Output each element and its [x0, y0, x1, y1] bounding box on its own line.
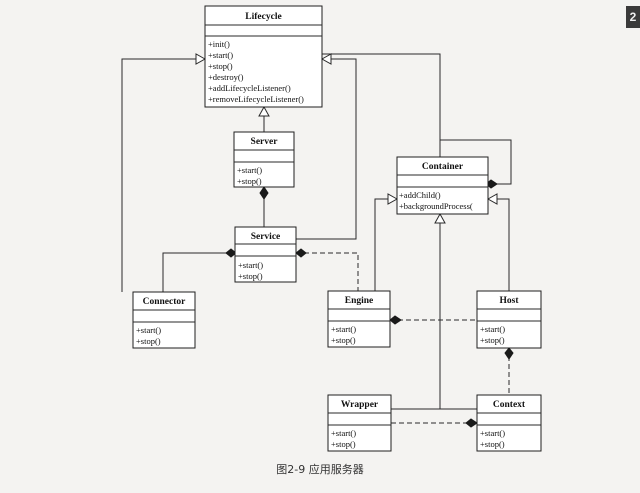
class-lifecycle-method: +removeLifecycleListener(): [208, 94, 304, 104]
engine-container-arrowhead: [387, 193, 399, 205]
server-lifecycle-arrowhead: [258, 105, 270, 117]
class-wrapper: Wrapper +start() +stop(): [327, 394, 392, 452]
class-wrapper-name: Wrapper: [341, 400, 379, 410]
service-lifecycle-arrowhead: [320, 53, 332, 65]
class-service-method: +start(): [238, 260, 263, 270]
class-context-name: Context: [493, 400, 526, 410]
class-connector-name: Connector: [143, 297, 187, 307]
container-lifecycle-generalization: [322, 53, 441, 157]
class-connector: Connector +start() +stop(): [132, 291, 196, 349]
class-lifecycle-method: +start(): [208, 50, 233, 60]
class-connector-method: +stop(): [136, 336, 161, 346]
class-host-method: +start(): [480, 324, 505, 334]
class-engine-method: +start(): [331, 324, 356, 334]
class-service: Service +start() +stop(): [234, 226, 297, 283]
class-server-method: +stop(): [237, 176, 262, 186]
wrapper-container-generalization: [391, 214, 441, 410]
class-lifecycle-name: Lifecycle: [245, 12, 281, 22]
server-service-diamond: [259, 186, 269, 200]
connector-lifecycle-generalization: [121, 58, 205, 292]
class-host: Host +start() +stop(): [476, 290, 542, 349]
engine-container-generalization: [374, 198, 397, 291]
class-container-name: Container: [422, 162, 464, 172]
class-server: Server +start() +stop(): [233, 131, 295, 188]
container-self-diamond: [485, 179, 498, 189]
class-service-name: Service: [251, 232, 281, 242]
class-service-method: +stop(): [238, 271, 263, 281]
service-lifecycle-generalization: [296, 58, 357, 240]
class-lifecycle: Lifecycle +init() +start() +stop() +dest…: [204, 5, 323, 108]
class-server-name: Server: [251, 137, 279, 147]
class-lifecycle-method: +init(): [208, 39, 230, 49]
wrapper-context-diamond: [465, 418, 478, 428]
connector-lifecycle-arrowhead: [195, 53, 207, 65]
container-self-composition: [439, 139, 512, 185]
class-wrapper-method: +stop(): [331, 439, 356, 449]
host-context-diamond: [504, 347, 514, 360]
class-server-method: +start(): [237, 165, 262, 175]
class-container-method: +addChild(): [399, 190, 441, 200]
wrapper-container-arrowhead: [434, 212, 446, 224]
class-container-method: +backgroundProcess(: [399, 201, 473, 211]
host-container-arrowhead: [486, 193, 498, 205]
service-connector-composition: [162, 252, 235, 292]
class-engine: Engine +start() +stop(): [327, 290, 391, 348]
figure-caption: 图2-9 应用服务器: [276, 463, 364, 476]
class-wrapper-method: +start(): [331, 428, 356, 438]
class-context-method: +stop(): [480, 439, 505, 449]
class-connector-method: +start(): [136, 325, 161, 335]
class-container: Container +addChild() +backgroundProcess…: [396, 156, 489, 215]
class-host-name: Host: [500, 296, 520, 306]
host-container-generalization: [488, 198, 510, 291]
class-host-method: +stop(): [480, 335, 505, 345]
class-engine-method: +stop(): [331, 335, 356, 345]
class-lifecycle-method: +addLifecycleListener(): [208, 83, 291, 93]
service-engine-diamond: [295, 248, 307, 258]
class-context-method: +start(): [480, 428, 505, 438]
service-engine-association: [296, 252, 359, 291]
page-marker: 2: [626, 6, 640, 28]
class-lifecycle-method: +stop(): [208, 61, 233, 71]
class-context: Context +start() +stop(): [476, 394, 542, 452]
engine-host-diamond: [389, 315, 402, 325]
class-engine-name: Engine: [345, 296, 374, 306]
class-lifecycle-method: +destroy(): [208, 72, 244, 82]
